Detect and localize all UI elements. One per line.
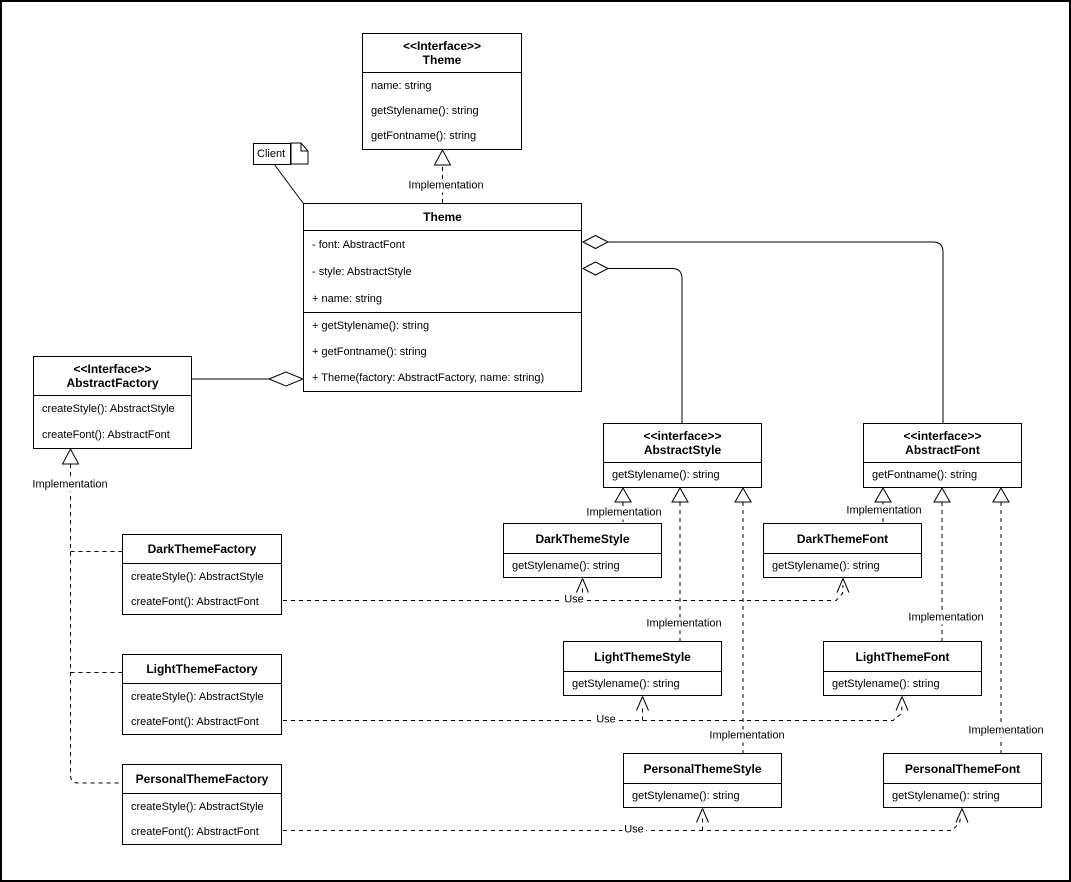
class-light-theme-font[interactable]: LightThemeFont getStylename(): string: [823, 641, 982, 696]
edge-client-note-link[interactable]: [273, 163, 304, 204]
class-abstract-factory[interactable]: <<Interface>> AbstractFactory createStyl…: [33, 356, 192, 449]
client-note-label: Client: [257, 148, 286, 160]
attribute: + name: string: [312, 292, 383, 305]
member: getStylename(): string: [632, 789, 740, 802]
edge-personal-font-implements[interactable]: [992, 486, 1010, 753]
class-header: LightThemeFactory: [123, 655, 281, 684]
edge-theme-aggregates-abstract-factory[interactable]: [192, 371, 305, 387]
class-header: PersonalThemeFactory: [123, 765, 281, 794]
stereotype: <<Interface>>: [402, 39, 482, 53]
edge-factories-implement-abstract-factory[interactable]: [61, 447, 123, 784]
class-abstract-font[interactable]: <<interface>> AbstractFont getFontname()…: [863, 423, 1022, 488]
class-header: DarkThemeFactory: [123, 535, 281, 564]
class-header: PersonalThemeStyle: [624, 754, 781, 784]
member: createFont(): AbstractFont: [131, 595, 259, 608]
edge-theme-aggregates-abstract-style[interactable]: [581, 261, 683, 423]
member: createStyle(): AbstractStyle: [131, 690, 264, 703]
edge-label-implementation: Implementation: [844, 504, 924, 518]
method: + getFontname(): string: [312, 346, 427, 358]
class-light-theme-factory[interactable]: LightThemeFactory createStyle(): Abstrac…: [122, 654, 282, 735]
member: createFont(): AbstractFont: [131, 825, 259, 838]
class-header: <<Interface>> AbstractFactory: [34, 357, 191, 396]
edge-label-use: Use: [594, 713, 618, 727]
class-header: Theme: [304, 204, 581, 231]
stereotype: <<interface>>: [643, 429, 722, 443]
member: getStylename(): string: [892, 789, 1000, 802]
class-header: <<Interface>> Theme: [363, 34, 521, 73]
class-theme-interface[interactable]: <<Interface>> Theme name: string getStyl…: [362, 33, 522, 150]
member: getStylename(): string: [772, 559, 880, 572]
member: getStylename(): string: [371, 104, 479, 117]
class-header: PersonalThemeFont: [884, 754, 1041, 784]
class-header: DarkThemeStyle: [504, 524, 661, 554]
stereotype: <<interface>>: [903, 429, 982, 443]
member: getStylename(): string: [572, 677, 680, 690]
client-note[interactable]: Client: [253, 143, 291, 165]
class-name: DarkThemeFont: [796, 531, 889, 546]
stereotype: <<Interface>>: [73, 362, 152, 376]
class-theme[interactable]: Theme - font: AbstractFont - style: Abst…: [303, 203, 582, 392]
edge-label-implementation: Implementation: [906, 611, 986, 625]
member: getFontname(): string: [371, 130, 477, 143]
edge-theme-implements-theme-interface[interactable]: [433, 148, 452, 203]
edge-theme-aggregates-abstract-font[interactable]: [581, 234, 944, 424]
member: createFont(): AbstractFont: [131, 715, 259, 728]
edge-label-implementation: Implementation: [644, 617, 724, 631]
edge-use-personal[interactable]: [283, 808, 969, 831]
method: + getStylename(): string: [312, 320, 430, 332]
class-light-theme-style[interactable]: LightThemeStyle getStylename(): string: [563, 641, 722, 696]
class-name: DarkThemeStyle: [535, 531, 630, 546]
member: getFontname(): string: [872, 469, 978, 481]
class-name: Theme: [422, 53, 462, 67]
class-name: LightThemeFactory: [146, 662, 258, 676]
member: createStyle(): AbstractStyle: [131, 570, 264, 583]
class-header: DarkThemeFont: [764, 524, 921, 554]
member: createStyle(): AbstractStyle: [131, 800, 264, 813]
edge-use-light[interactable]: [283, 696, 909, 721]
class-dark-theme-style[interactable]: DarkThemeStyle getStylename(): string: [503, 523, 662, 578]
member: name: string: [371, 79, 432, 92]
class-personal-theme-style[interactable]: PersonalThemeStyle getStylename(): strin…: [623, 753, 782, 808]
class-name: DarkThemeFactory: [147, 542, 257, 556]
edge-personal-style-implements[interactable]: [734, 486, 752, 753]
class-name: PersonalThemeFont: [904, 761, 1021, 776]
class-dark-theme-font[interactable]: DarkThemeFont getStylename(): string: [763, 523, 922, 578]
member: createStyle(): AbstractStyle: [42, 403, 175, 415]
class-header: <<interface>> AbstractStyle: [604, 424, 761, 463]
edge-label-implementation: Implementation: [406, 179, 486, 193]
member: createFont(): AbstractFont: [42, 429, 170, 441]
class-personal-theme-font[interactable]: PersonalThemeFont getStylename(): string: [883, 753, 1042, 808]
class-name: AbstractStyle: [643, 443, 722, 457]
class-dark-theme-factory[interactable]: DarkThemeFactory createStyle(): Abstract…: [122, 534, 282, 615]
class-header: LightThemeStyle: [564, 642, 721, 672]
class-name: PersonalThemeFactory: [135, 772, 269, 786]
class-abstract-style[interactable]: <<interface>> AbstractStyle getStylename…: [603, 423, 762, 488]
class-header: LightThemeFont: [824, 642, 981, 672]
attribute: - style: AbstractStyle: [312, 265, 412, 278]
class-header: <<interface>> AbstractFont: [864, 424, 1021, 463]
edge-label-implementation: Implementation: [584, 506, 664, 520]
member: getStylename(): string: [832, 677, 940, 690]
method: + Theme(factory: AbstractFactory, name: …: [312, 372, 545, 384]
class-name: AbstractFont: [905, 443, 980, 457]
edge-label-use: Use: [622, 823, 646, 837]
class-name: AbstractFactory: [66, 376, 159, 390]
member: getStylename(): string: [512, 559, 620, 572]
edge-label-use: Use: [562, 593, 586, 607]
attribute: - font: AbstractFont: [312, 238, 405, 251]
class-name: Theme: [423, 210, 462, 224]
member: getStylename(): string: [612, 469, 720, 481]
note-fold-icon: [290, 142, 309, 165]
edge-label-implementation: Implementation: [966, 724, 1046, 738]
class-name: PersonalThemeStyle: [643, 761, 762, 776]
class-name: LightThemeFont: [855, 649, 950, 664]
edge-label-implementation: Implementation: [707, 729, 787, 743]
class-personal-theme-factory[interactable]: PersonalThemeFactory createStyle(): Abst…: [122, 764, 282, 845]
edge-label-implementation: Implementation: [30, 478, 110, 492]
class-name: LightThemeStyle: [594, 649, 691, 664]
